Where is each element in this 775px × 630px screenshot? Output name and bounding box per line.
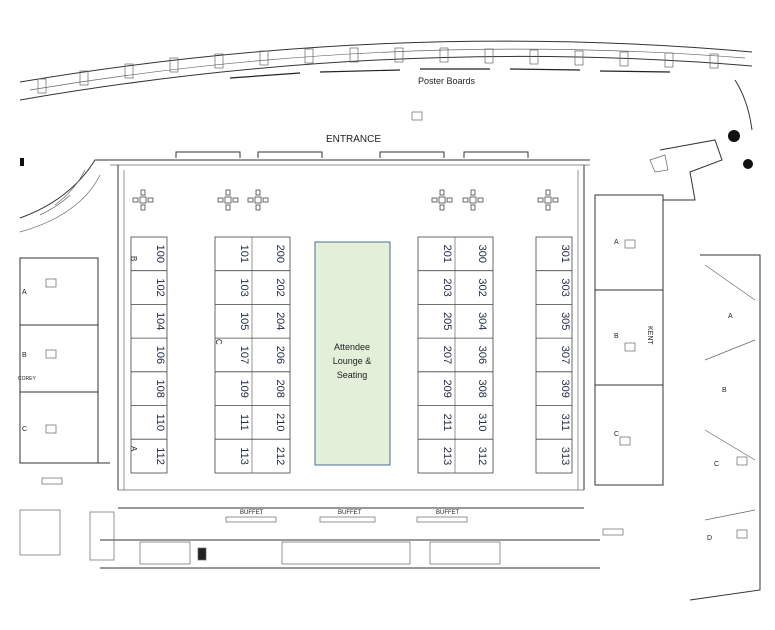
booth-number-304[interactable]: 304 (476, 312, 488, 330)
booth-number-106[interactable]: 106 (154, 346, 166, 364)
booth-number-302[interactable]: 302 (476, 278, 488, 296)
booth-number-312[interactable]: 312 (476, 447, 488, 465)
booth-number-208[interactable]: 208 (274, 379, 286, 397)
booth-number-213[interactable]: 213 (441, 447, 453, 465)
attendee-lounge-area (314, 241, 391, 466)
booth-number-105[interactable]: 105 (238, 312, 250, 330)
booth-number-202[interactable]: 202 (274, 278, 286, 296)
booth-number-107[interactable]: 107 (238, 346, 250, 364)
buffet-label-2: BUFFET (338, 510, 362, 516)
booth-row-lines (131, 270, 572, 440)
booth-number-102[interactable]: 102 (154, 278, 166, 296)
booth-number-306[interactable]: 306 (476, 346, 488, 364)
right-room-c-label: C (714, 461, 719, 468)
right-building (689, 254, 761, 601)
poster-corridor (19, 40, 753, 131)
booth-number-310[interactable]: 310 (476, 413, 488, 431)
booth-number-112[interactable]: 112 (154, 447, 166, 465)
booth-number-110[interactable]: 110 (154, 414, 166, 432)
booth-number-303[interactable]: 303 (559, 278, 571, 296)
right-room-b-label: B (722, 387, 727, 394)
booth-number-210[interactable]: 210 (274, 413, 286, 431)
booth-number-113[interactable]: 113 (238, 447, 250, 465)
kent-rooms (594, 139, 723, 486)
booth-number-109[interactable]: 109 (238, 379, 250, 397)
kent-room-c-label: C (614, 431, 619, 438)
booth-number-203[interactable]: 203 (441, 278, 453, 296)
column-dot (728, 130, 740, 142)
corridor-columns (37, 47, 719, 94)
booth-number-108[interactable]: 108 (154, 379, 166, 397)
booth-number-111[interactable]: 111 (238, 414, 250, 431)
booth-number-205[interactable]: 205 (441, 312, 453, 330)
booth-number-309[interactable]: 309 (559, 379, 571, 397)
column-dot (743, 159, 753, 169)
lounge-label-line1: Attendee (334, 342, 370, 352)
corey-rooms (19, 158, 115, 561)
corey-room-a-label: A (22, 289, 27, 296)
right-room-a-label: A (728, 313, 733, 320)
booth-number-207[interactable]: 207 (441, 346, 453, 364)
booth-number-301[interactable]: 301 (559, 245, 571, 263)
kent-room-a-label: A (614, 239, 619, 246)
booth-number-201[interactable]: 201 (441, 245, 453, 263)
booth-number-307[interactable]: 307 (559, 346, 571, 364)
floor-furniture (132, 189, 559, 211)
buffet-label-3: BUFFET (436, 510, 460, 516)
marker-a: A (129, 446, 138, 452)
booth-number-313[interactable]: 313 (559, 447, 571, 465)
booth-numbers: 100 102 104 106 108 110 112 101 103 105 107 109 111 1… (154, 245, 571, 466)
booth-number-206[interactable]: 206 (274, 346, 286, 364)
corey-room-c-label: C (22, 426, 27, 433)
main-hall-walls (100, 151, 600, 569)
booth-number-204[interactable]: 204 (274, 312, 286, 330)
poster-boards-label: Poster Boards (418, 76, 476, 86)
buffet-tables (225, 516, 468, 523)
booth-number-305[interactable]: 305 (559, 312, 571, 330)
booth-number-209[interactable]: 209 (441, 379, 453, 397)
booth-number-300[interactable]: 300 (476, 245, 488, 263)
right-room-d-label: D (707, 535, 712, 542)
booth-number-103[interactable]: 103 (238, 278, 250, 296)
booth-number-308[interactable]: 308 (476, 379, 488, 397)
entrance-label: ENTRANCE (326, 134, 381, 145)
booth-number-104[interactable]: 104 (154, 312, 166, 330)
marker-c: C (214, 339, 223, 345)
booth-number-101[interactable]: 101 (238, 245, 250, 263)
marker-b: B (129, 256, 138, 261)
booth-number-200[interactable]: 200 (274, 245, 286, 263)
lounge-label-line2: Lounge & (333, 356, 372, 366)
poster-board-lines (229, 68, 671, 79)
booth-number-211[interactable]: 211 (441, 414, 453, 432)
booth-blocks (130, 236, 573, 474)
booth-number-100[interactable]: 100 (154, 245, 166, 263)
booth-number-311[interactable]: 311 (559, 414, 571, 432)
buffet-label-1: BUFFET (240, 510, 264, 516)
booth-number-212[interactable]: 212 (274, 447, 286, 465)
corey-label: COREY (18, 376, 36, 382)
service-corridor-details (139, 541, 501, 565)
small-signs (41, 111, 748, 539)
kent-label: KENT (646, 326, 653, 345)
lounge-label-line3: Seating (337, 370, 368, 380)
kent-room-b-label: B (614, 333, 619, 340)
corey-room-b-label: B (22, 352, 27, 359)
